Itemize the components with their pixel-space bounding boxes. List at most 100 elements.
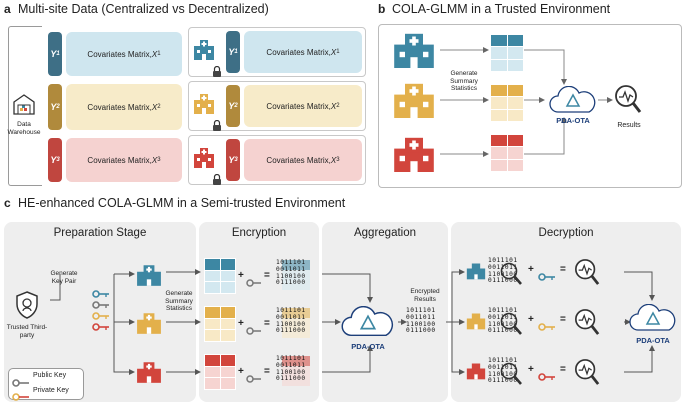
hospital-icon — [466, 312, 486, 330]
key-legend: Public Key Private Key — [8, 368, 84, 401]
cloud-icon — [548, 85, 598, 116]
trusted-party-label: Trusted Third-party — [6, 324, 48, 339]
private-key-label: Private Key — [33, 387, 69, 394]
hospital-icon — [136, 361, 162, 383]
hospital-icon — [192, 38, 216, 60]
private-key-icon — [538, 318, 556, 331]
lock-icon — [212, 172, 222, 185]
plus-sign: + — [238, 366, 244, 377]
magnifier-overlay-icon — [500, 312, 522, 336]
summary-grid-yellow — [490, 84, 524, 122]
panel-c-letter: c — [4, 196, 11, 210]
warehouse-icon — [12, 92, 36, 116]
panel-b-letter: b — [378, 2, 386, 16]
summary-grid-red — [490, 134, 524, 172]
cloud-icon — [628, 303, 678, 334]
enc-grid-blue — [204, 258, 236, 294]
warehouse-bracket — [8, 26, 42, 186]
equals-sign: = — [264, 270, 270, 281]
panel-b-frame — [378, 24, 682, 188]
enc-grid-red — [204, 354, 236, 390]
private-key-icon — [12, 388, 30, 401]
hospital-icon — [392, 82, 436, 118]
stage-preparation-title: Preparation Stage — [53, 227, 147, 239]
magnifier-overlay-icon — [500, 262, 522, 286]
magnifier-chart-icon — [574, 308, 600, 336]
private-key-icon — [538, 368, 556, 381]
lock-icon — [212, 118, 222, 131]
panel-b-arrows — [440, 47, 613, 157]
enc-grid-yellow — [204, 306, 236, 342]
encrypted-overlay — [282, 308, 310, 338]
magnifier-chart-icon — [574, 258, 600, 286]
equals-sign: = — [560, 364, 566, 375]
plus-sign: + — [238, 318, 244, 329]
panel-a-title: Multi-site Data (Centralized vs Decentra… — [18, 2, 269, 16]
magnifier-overlay-icon — [500, 362, 522, 386]
results-label: Results — [617, 122, 641, 129]
pda-ota-label-final: PDA-OTA — [636, 336, 670, 345]
hospital-icon — [392, 32, 436, 68]
public-key-label: Public Key — [33, 372, 67, 379]
hospital-icon — [192, 92, 216, 114]
generate-key-pair-label: Generate Key Pair — [50, 270, 78, 285]
hospital-icon — [466, 262, 486, 280]
encrypted-overlay — [282, 260, 310, 290]
key-icon — [92, 296, 110, 309]
key-icon — [92, 285, 110, 298]
pda-ota-label: PDA-OTA — [351, 342, 385, 351]
magnifier-chart-icon — [574, 358, 600, 386]
stage-decryption-title: Decryption — [538, 227, 594, 239]
encrypted-results-label: Encrypted Results — [410, 288, 440, 303]
panel-a-letter: a — [4, 2, 11, 16]
lock-icon — [212, 64, 222, 77]
stage-aggregation-title: Aggregation — [353, 227, 417, 239]
key-icon — [92, 307, 110, 320]
warehouse-label: Data Warehouse — [7, 121, 41, 136]
equals-sign: = — [264, 366, 270, 377]
encrypted-overlay — [282, 356, 310, 386]
public-key-icon — [12, 374, 30, 387]
generate-summary-label: Generate Summary Statistics — [450, 70, 478, 92]
hospital-icon — [136, 264, 162, 286]
equals-sign: = — [264, 318, 270, 329]
private-key-icon — [538, 268, 556, 281]
public-key-icon — [246, 370, 262, 383]
equals-sign: = — [560, 264, 566, 275]
trusted-party-icon — [14, 290, 40, 320]
key-icon — [92, 318, 110, 331]
generate-summary-label-c: Generate Summary Statistics — [165, 290, 193, 312]
equals-sign: = — [560, 314, 566, 325]
panel-c-title: HE-enhanced COLA-GLMM in a Semi-trusted … — [18, 196, 346, 210]
pda-ota-label: PDA-OTA — [556, 116, 590, 125]
magnifier-chart-icon — [614, 84, 642, 114]
panel-c-arrows — [50, 269, 655, 375]
hospital-icon — [192, 146, 216, 168]
public-key-icon — [246, 274, 262, 287]
hospital-icon — [136, 312, 162, 334]
plus-sign: + — [528, 314, 534, 325]
stage-encryption-title: Encryption — [231, 227, 287, 239]
hospital-icon — [392, 136, 436, 172]
plus-sign: + — [238, 270, 244, 281]
plus-sign: + — [528, 264, 534, 275]
panel-b-title: COLA-GLMM in a Trusted Environment — [392, 2, 611, 16]
hospital-icon — [466, 362, 486, 380]
cloud-icon — [340, 305, 396, 340]
plus-sign: + — [528, 364, 534, 375]
